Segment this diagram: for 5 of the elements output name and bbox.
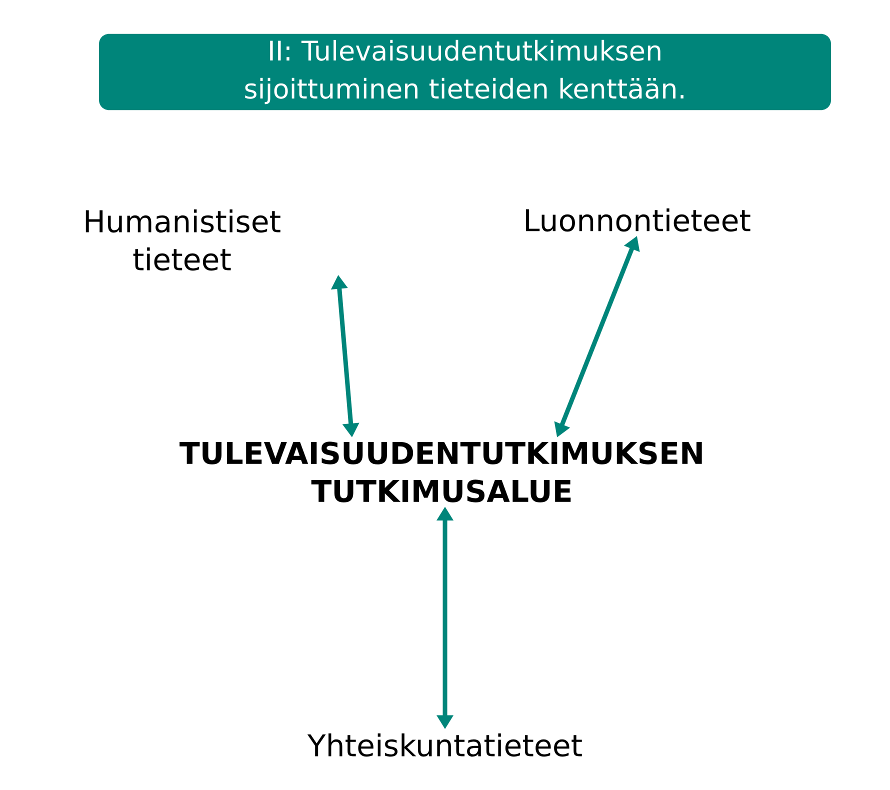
label-text: Humanistiset tieteet (86, 209, 280, 271)
title-banner: II: Tulevaisuudentutkimuksen sijoittuminen tieteiden kenttään. (99, 34, 832, 110)
label-text: Yhteiskuntatieteet (307, 733, 582, 757)
heading-text: TULEVAISUUDENTUTKIMUKSEN TUTKIMUSALUE (180, 442, 702, 502)
label-text: Luonnontieteet (526, 208, 750, 232)
